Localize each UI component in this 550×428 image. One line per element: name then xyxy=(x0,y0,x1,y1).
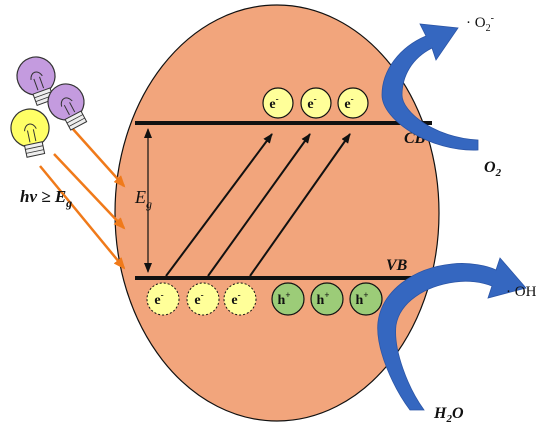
vb-hole: h+ xyxy=(310,282,344,316)
svg-text:e-: e- xyxy=(269,94,278,112)
photon-arrow xyxy=(71,127,126,188)
svg-text:e-: e- xyxy=(307,94,316,112)
vb-hole: h+ xyxy=(349,282,383,316)
lightbulb-icon xyxy=(10,108,50,158)
o2-radical-label: · O2- xyxy=(466,13,494,34)
lightbulb-icon xyxy=(47,83,88,131)
svg-text:e-: e- xyxy=(154,290,163,308)
o2-label: O2 xyxy=(484,159,502,179)
svg-text:e-: e- xyxy=(194,290,203,308)
svg-text:e-: e- xyxy=(344,94,353,112)
cb-electron: e- xyxy=(337,87,369,119)
svg-text:e-: e- xyxy=(231,290,240,308)
svg-text:h+: h+ xyxy=(278,290,291,308)
h2o-label: H2O xyxy=(433,405,464,425)
reduction-arrow xyxy=(381,23,479,151)
cb-electron: e- xyxy=(300,87,332,119)
photon-arrow xyxy=(39,165,126,270)
svg-text:h+: h+ xyxy=(317,290,330,308)
vb-electron: e- xyxy=(223,282,257,316)
photon-energy-condition: hν ≥ Eg xyxy=(20,187,72,210)
vb-hole: h+ xyxy=(271,282,305,316)
vb-electron: e- xyxy=(146,282,180,316)
vb-electron: e- xyxy=(186,282,220,316)
svg-text:h+: h+ xyxy=(356,290,369,308)
excitation-arrow-1 xyxy=(165,133,273,277)
oh-radical-label: · OH xyxy=(506,284,537,300)
cb-electron: e- xyxy=(262,87,294,119)
photon-arrow xyxy=(53,153,126,230)
vb-label: VB xyxy=(386,257,408,274)
band-gap-label: Eg xyxy=(134,187,152,211)
excitation-arrow-3 xyxy=(249,133,351,277)
excitation-arrow-2 xyxy=(207,133,311,277)
oxidation-arrow xyxy=(377,257,527,411)
